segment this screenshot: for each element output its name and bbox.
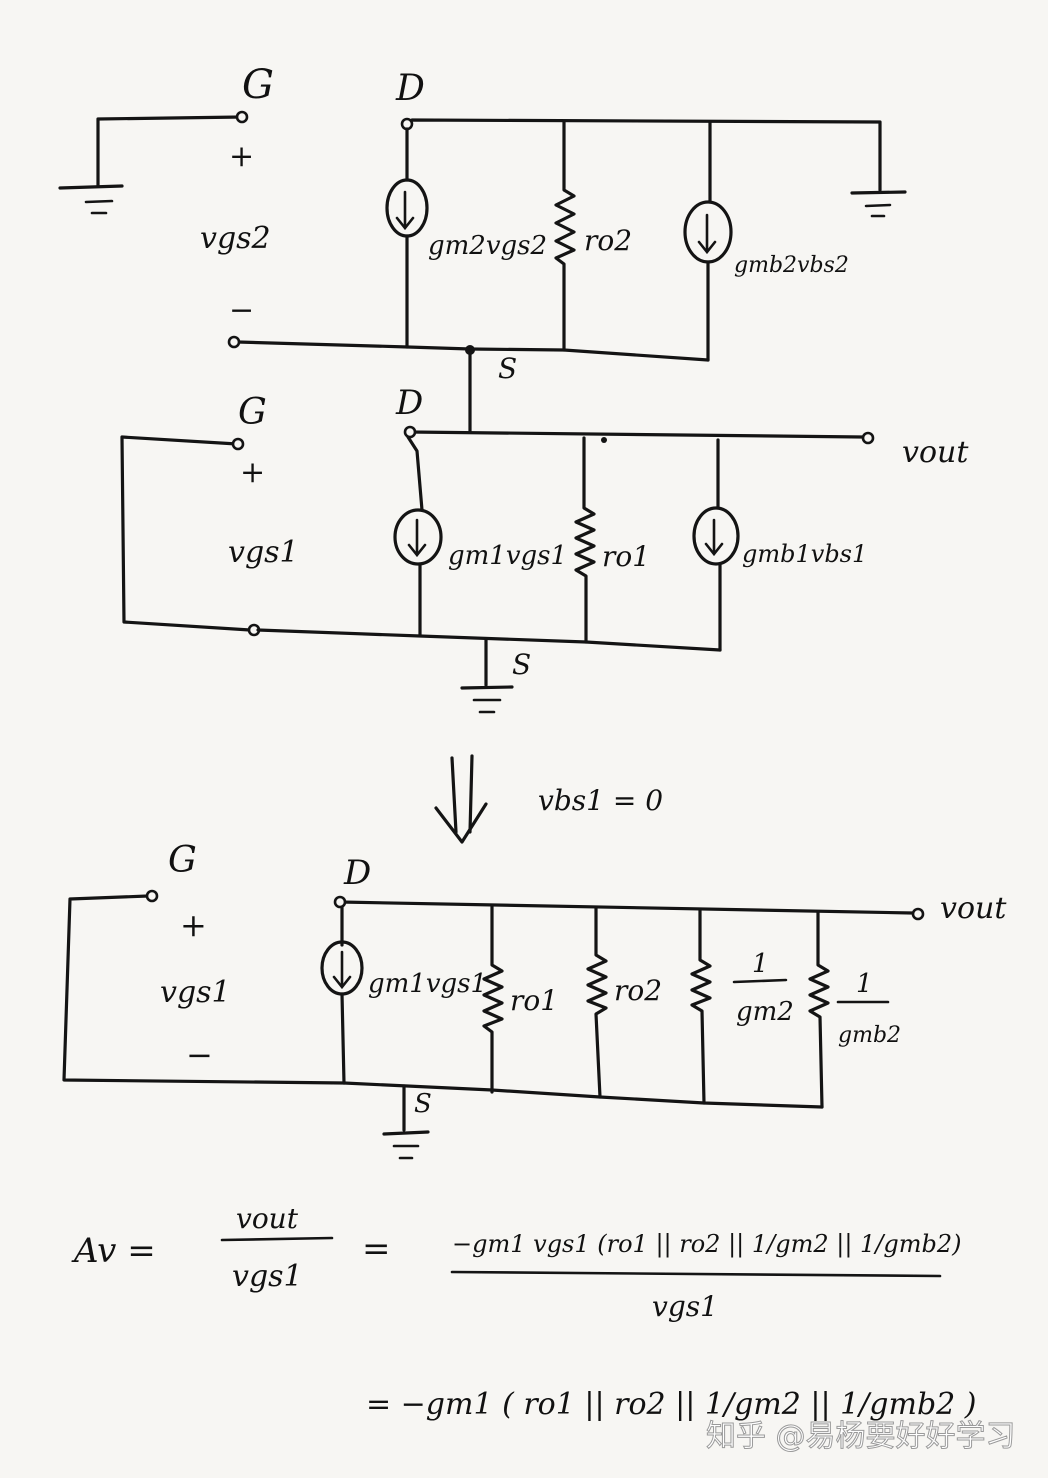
- eq-rhs-num: −gm1 vgs1 (ro1 || ro2 || 1/gm2 || 1/gmb2…: [452, 1230, 962, 1259]
- upper-gate-label: G: [242, 62, 274, 108]
- simplified-vout-label: vout: [940, 891, 1007, 926]
- gate-terminal: [235, 110, 249, 124]
- simplified-source-label: S: [414, 1089, 432, 1119]
- eq-lhs: Av =: [71, 1231, 156, 1271]
- equation-rules: [220, 1236, 942, 1278]
- simplified-ro2-label: ro2: [614, 974, 662, 1007]
- upper-stage: [58, 110, 907, 434]
- lower-gm-label: gm1vgs1: [448, 541, 567, 571]
- lower-gate-label: G: [238, 392, 267, 433]
- simplified-gmb2-den: gmb2: [838, 1023, 901, 1048]
- upper-minus: −: [229, 293, 254, 328]
- eq-rhs-den: vgs1: [652, 1290, 718, 1323]
- simplified-plus: +: [180, 906, 207, 944]
- simplified-vgs-label: vgs1: [160, 975, 231, 1010]
- watermark: 知乎 @易杨要好好学习: [706, 1419, 1016, 1454]
- eq-line2: = −gm1 ( ro1 || ro2 || 1/gm2 || 1/gmb2 ): [366, 1387, 976, 1422]
- upper-plus: +: [229, 139, 254, 174]
- eq-equals: =: [362, 1229, 391, 1269]
- upper-gm-label: gm2vgs2: [428, 231, 547, 261]
- upper-vgs-label: vgs2: [200, 221, 271, 256]
- lower-gmb-label: gmb1vbs1: [742, 540, 867, 568]
- lower-stage: [120, 425, 875, 714]
- source-terminal: [227, 335, 241, 349]
- upper-gmb-label: gmb2vbs2: [734, 253, 849, 278]
- upper-ro-label: ro2: [584, 224, 632, 257]
- vout-terminal: [911, 907, 925, 921]
- lower-ro-label: ro1: [602, 540, 650, 573]
- simplified-gm2-den: gm2: [736, 997, 794, 1027]
- simplified-gm2-num: 1: [752, 949, 769, 979]
- lower-drain-label: D: [395, 383, 423, 423]
- simplified-gate-label: G: [168, 840, 197, 881]
- simplified-gm-label: gm1vgs1: [368, 969, 487, 999]
- vout-terminal: [861, 431, 875, 445]
- lower-vout-label: vout: [902, 435, 969, 470]
- lower-source-label: S: [512, 648, 531, 681]
- simplified-ro1-label: ro1: [510, 984, 558, 1017]
- transition-arrow: [434, 754, 488, 844]
- transition-condition: vbs1 = 0: [538, 784, 663, 817]
- lower-vgs-label: vgs1: [228, 535, 299, 570]
- eq-frac-num: vout: [236, 1202, 299, 1235]
- simplified-gmb2-num: 1: [856, 969, 873, 999]
- eq-frac-den: vgs1: [232, 1259, 303, 1294]
- upper-drain-label: D: [395, 68, 425, 109]
- lower-plus: +: [240, 455, 265, 490]
- simplified-minus: −: [186, 1036, 213, 1074]
- current-source-circle: [385, 178, 429, 238]
- simplified-drain-label: D: [343, 853, 371, 893]
- simplified-circuit: [62, 889, 925, 1160]
- upper-source-label: S: [498, 352, 517, 385]
